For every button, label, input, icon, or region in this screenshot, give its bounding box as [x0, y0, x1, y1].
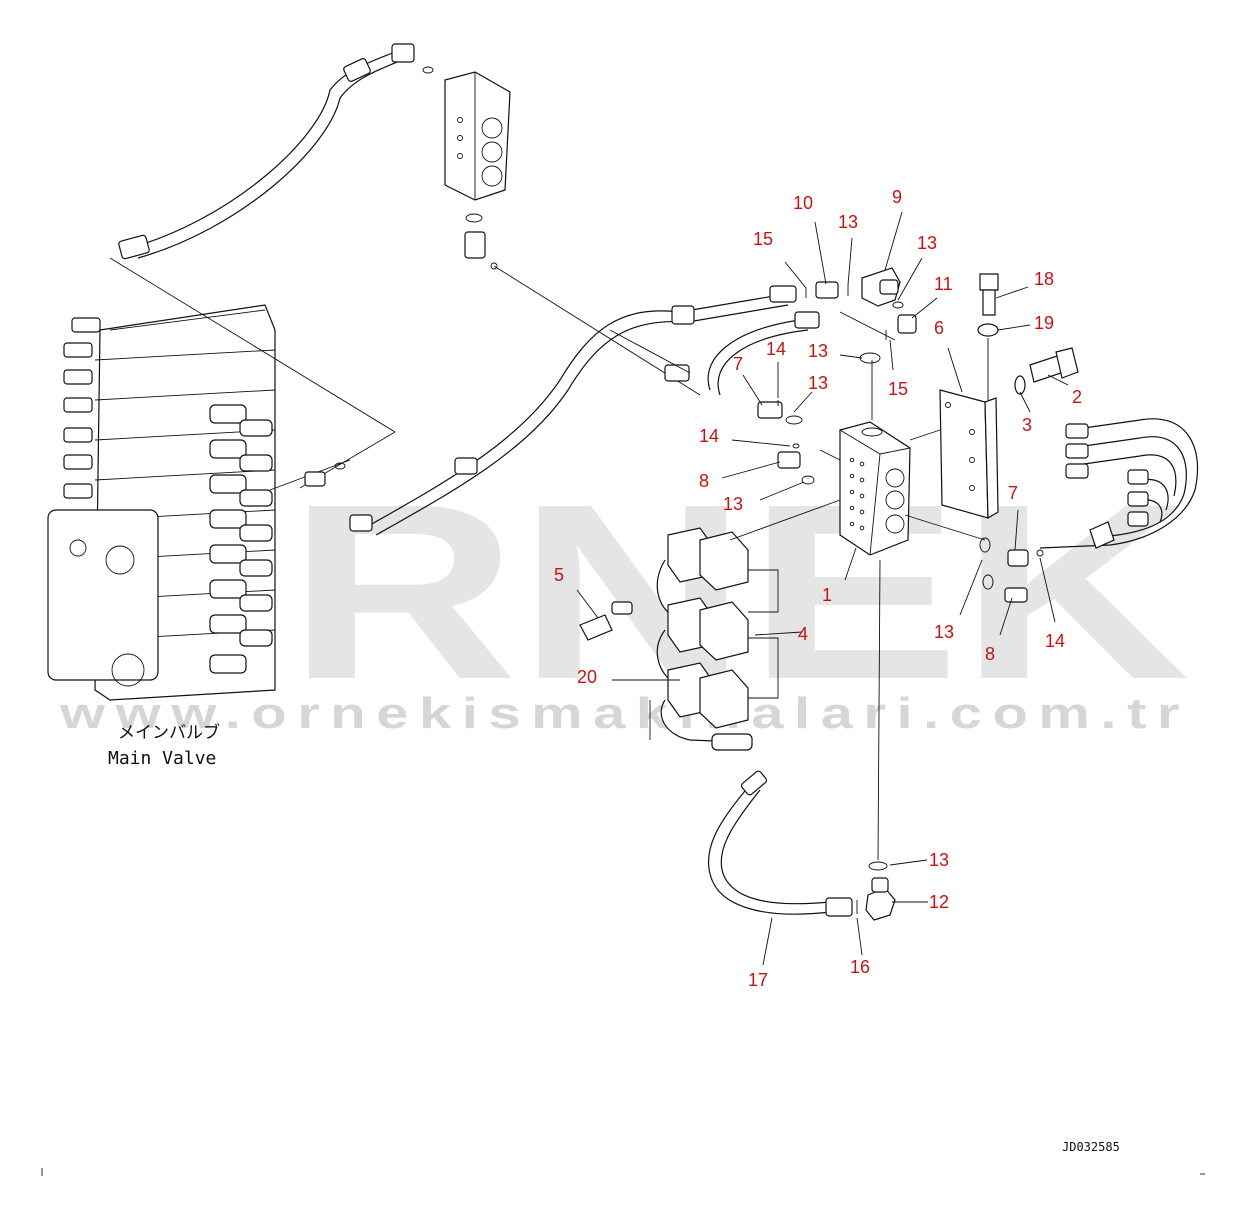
lower-hose	[707, 770, 896, 921]
valve-block	[819, 352, 986, 861]
callout-7-right: 7	[1008, 483, 1018, 503]
callout-13-left-upper: 13	[808, 373, 828, 393]
callout-numbers: 10 9 15 13 13 11 18 19 6 13 15 7 14 13 2…	[554, 187, 1082, 990]
main-valve-label-en: Main Valve	[108, 748, 216, 769]
leader-lines	[576, 211, 1069, 966]
callout-13-mid: 13	[808, 341, 828, 361]
callout-14-right: 14	[1045, 631, 1065, 651]
callout-8-left: 8	[699, 471, 709, 491]
callout-5: 5	[554, 565, 564, 585]
callout-18: 18	[1034, 269, 1054, 289]
callout-14-left: 14	[699, 426, 719, 446]
main-valve-assembly: メインバルブ Main Valve	[47, 304, 276, 769]
solenoid-assembly	[579, 499, 841, 751]
middle-hose	[269, 285, 820, 536]
callout-9: 9	[892, 187, 902, 207]
callout-13-upper-right: 13	[917, 233, 937, 253]
upper-fittings	[805, 267, 917, 341]
callout-16: 16	[850, 957, 870, 977]
callout-13-left-lower: 13	[723, 494, 743, 514]
callout-15-upper: 15	[753, 229, 773, 249]
callout-12: 12	[929, 892, 949, 912]
bolt-and-washer	[977, 273, 999, 400]
callout-10: 10	[793, 193, 813, 213]
bolt-2-washer-3	[1014, 347, 1079, 395]
callout-7-left: 7	[733, 354, 743, 374]
left-fittings	[757, 400, 815, 485]
main-valve-label-jp: メインバルブ	[118, 722, 220, 743]
upper-hose	[109, 43, 434, 489]
callout-11: 11	[934, 274, 953, 294]
watermark-url: www.ornekismakinalari.com.tr	[59, 689, 1190, 738]
callout-13-upper-left: 13	[838, 212, 858, 232]
drawing-code: JD032585	[1062, 1140, 1120, 1154]
right-fittings	[979, 418, 1199, 603]
callout-13-right: 13	[934, 622, 954, 642]
bracket	[909, 389, 999, 520]
callout-17: 17	[748, 970, 768, 990]
callout-15-lower: 15	[888, 379, 908, 399]
callout-19: 19	[1034, 313, 1054, 333]
callout-8-right: 8	[985, 644, 995, 664]
callout-14-upper: 14	[766, 339, 786, 359]
callout-3: 3	[1022, 415, 1032, 435]
callout-4: 4	[798, 624, 808, 644]
corner-marks	[41, 1168, 1205, 1176]
callout-20: 20	[577, 667, 597, 687]
callout-1: 1	[822, 585, 832, 605]
callout-6: 6	[934, 318, 944, 338]
callout-13-lower: 13	[929, 850, 949, 870]
callout-2: 2	[1072, 387, 1082, 407]
top-valve-block	[444, 71, 701, 396]
